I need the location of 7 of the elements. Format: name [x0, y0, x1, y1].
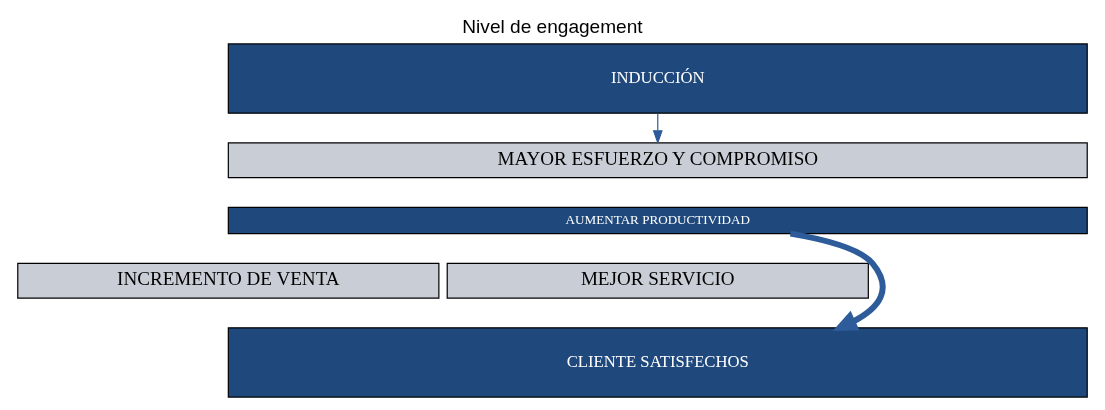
- node-box: MAYOR ESFUERZO Y COMPROMISO: [227, 142, 1088, 179]
- diagram-title: Nivel de engagement: [462, 15, 643, 37]
- node-box: AUMENTAR PRODUCTIVIDAD: [227, 206, 1088, 235]
- node-box: MEJOR SERVICIO: [446, 262, 869, 299]
- node-box: CLIENTE SATISFECHOS: [227, 327, 1088, 398]
- node-box: INDUCCIÓN: [227, 43, 1088, 114]
- node-box: INCREMENTO DE VENTA: [17, 262, 440, 299]
